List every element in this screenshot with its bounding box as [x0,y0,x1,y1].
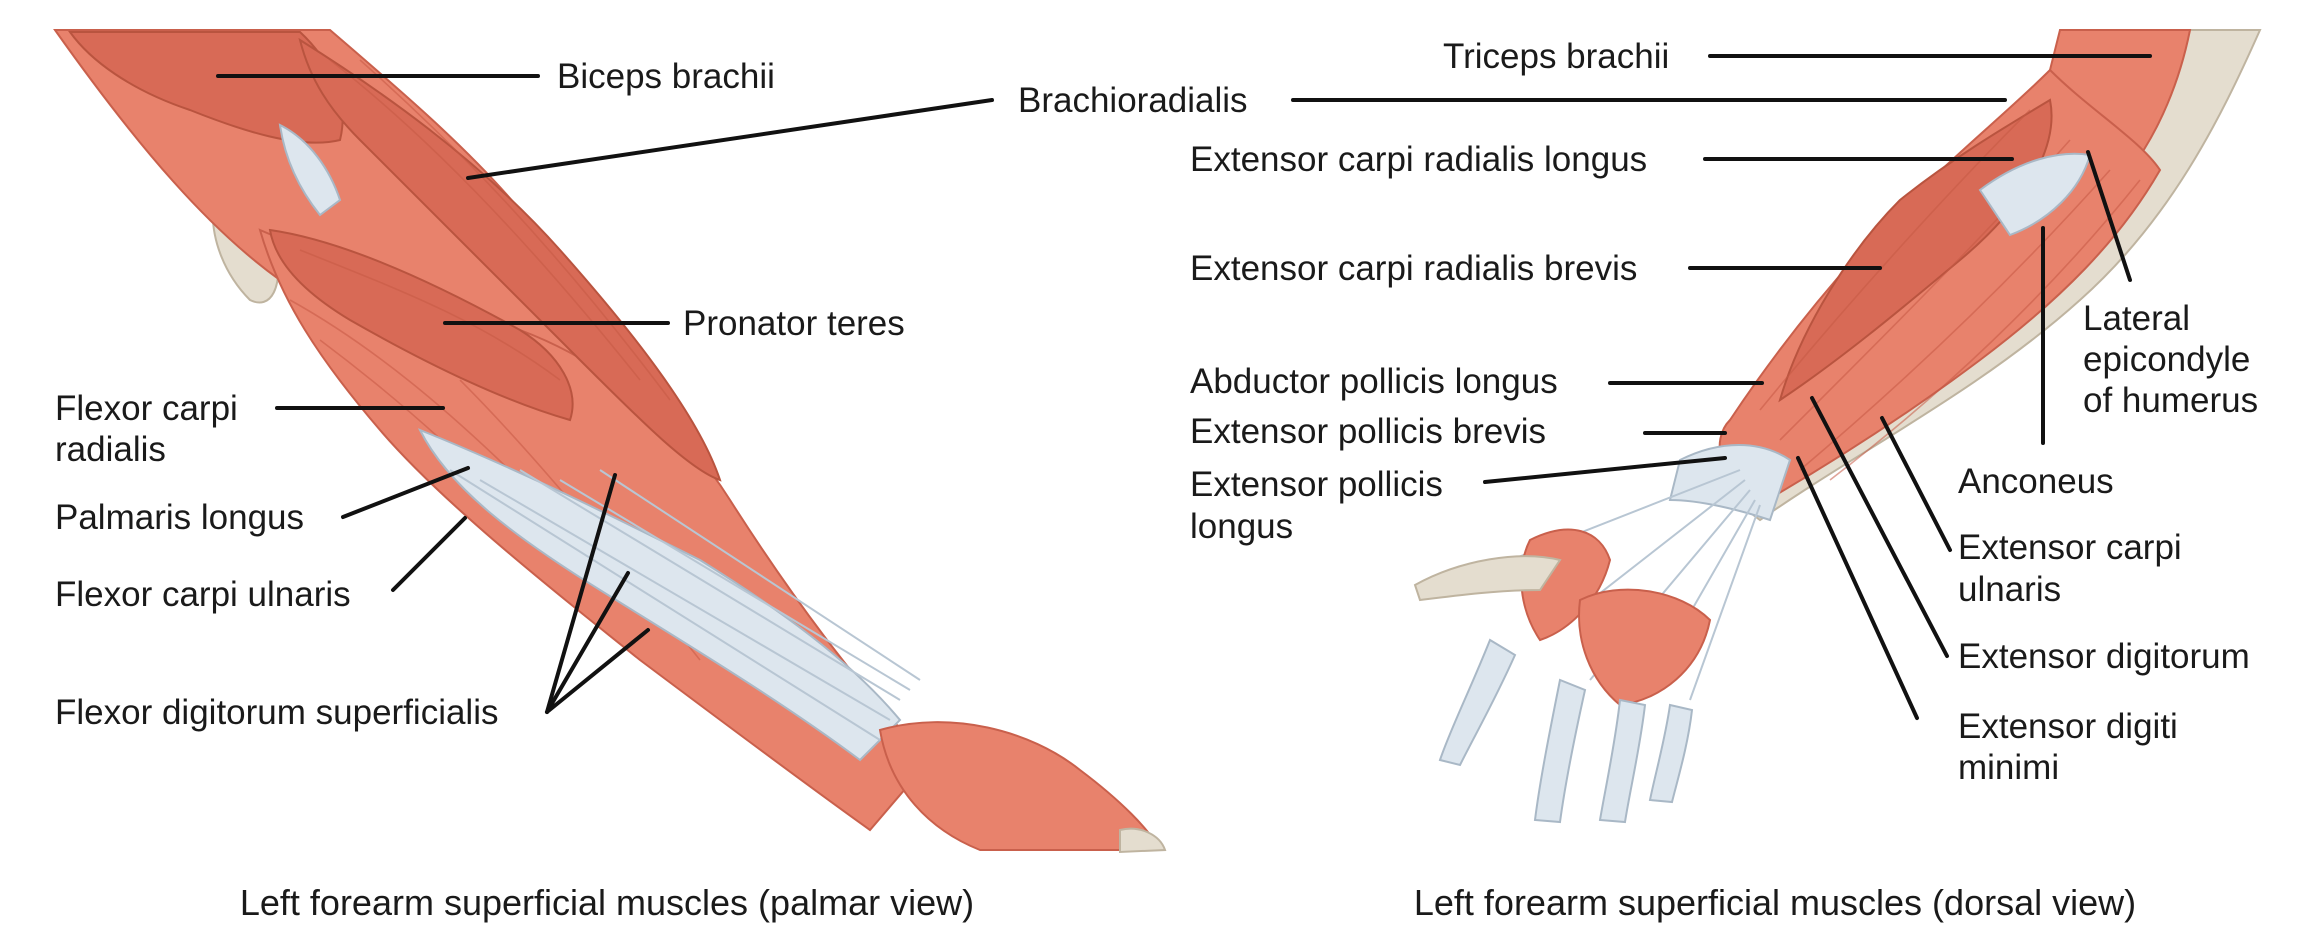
label-triceps-brachii: Triceps brachii [1443,37,1669,76]
label-lateral-epicondyle-line3: of humerus [2083,381,2258,420]
label-flexor-carpi-radialis-line2: radialis [55,430,166,469]
label-pronator-teres: Pronator teres [683,304,905,343]
dorsal-finger-ring [1598,698,1647,824]
dorsal-thumb [1413,555,1562,602]
palmar-labels: Biceps brachii Brachioradialis Pronator … [55,57,1248,732]
label-ecrb: Extensor carpi radialis brevis [1190,249,1637,288]
palmar-thenar-muscles [878,721,1162,851]
leader-lateral-epicondyle [2086,150,2132,282]
label-brachioradialis: Brachioradialis [1018,81,1248,120]
leader-fds-3 [545,628,650,714]
dorsal-finger-middle [1533,678,1587,824]
caption-dorsal-view: Left forearm superficial muscles (dorsal… [1414,882,2136,923]
dorsal-finger-index [1438,638,1517,767]
dorsal-leader-lines [1291,54,2152,720]
label-extensor-digitorum: Extensor digitorum [1958,637,2250,676]
label-lateral-epicondyle-line2: epicondyle [2083,340,2250,379]
label-apl: Abductor pollicis longus [1190,362,1558,401]
label-ecrl: Extensor carpi radialis longus [1190,140,1647,179]
label-epb: Extensor pollicis brevis [1190,412,1546,451]
leader-flexor-carpi-ulnaris [391,516,467,592]
dorsal-labels: Triceps brachii Extensor carpi radialis … [1190,37,2258,787]
leader-extensor-digitorum [1810,396,1949,658]
dorsal-interossei [1578,588,1712,707]
dorsal-extensor-retinaculum [1668,444,1792,522]
leader-fds-2 [545,571,630,714]
dorsal-finger-little [1648,703,1694,804]
palmar-brachioradialis-shape [298,37,722,482]
palmar-pronator-teres-shape [268,228,574,422]
leader-brachioradialis [466,98,994,180]
label-edm-line2: minimi [1958,748,2059,787]
label-anconeus: Anconeus [1958,462,2114,501]
leader-epl [1483,456,1727,484]
label-ecu-line2: ulnaris [1958,570,2061,609]
leader-extensor-digiti-minimi [1796,456,1919,720]
palmar-leader-lines [216,74,994,714]
leader-fds-1 [545,473,617,714]
label-ecu-line1: Extensor carpi [1958,528,2182,567]
leader-palmaris-longus [341,466,470,519]
palmar-forearm-illustration [53,29,1167,854]
label-epl-line2: longus [1190,507,1293,546]
label-biceps-brachii: Biceps brachii [557,57,775,96]
label-epl-line1: Extensor pollicis [1190,465,1443,504]
label-flexor-carpi-radialis-line1: Flexor carpi [55,389,238,428]
dorsal-forearm-illustration [1413,29,2262,824]
label-lateral-epicondyle-line1: Lateral [2083,299,2190,338]
dorsal-forearm-body [1718,68,2162,512]
label-edm-line1: Extensor digiti [1958,707,2178,746]
label-flexor-digitorum-superficialis: Flexor digitorum superficialis [55,693,498,732]
label-flexor-carpi-ulnaris: Flexor carpi ulnaris [55,575,351,614]
leader-ecu [1880,416,1952,552]
palmar-bicipital-aponeurosis [278,123,342,217]
caption-palmar-view: Left forearm superficial muscles (palmar… [240,882,974,923]
label-palmaris-longus: Palmaris longus [55,498,304,537]
palmar-thumb-bone [1119,827,1167,854]
